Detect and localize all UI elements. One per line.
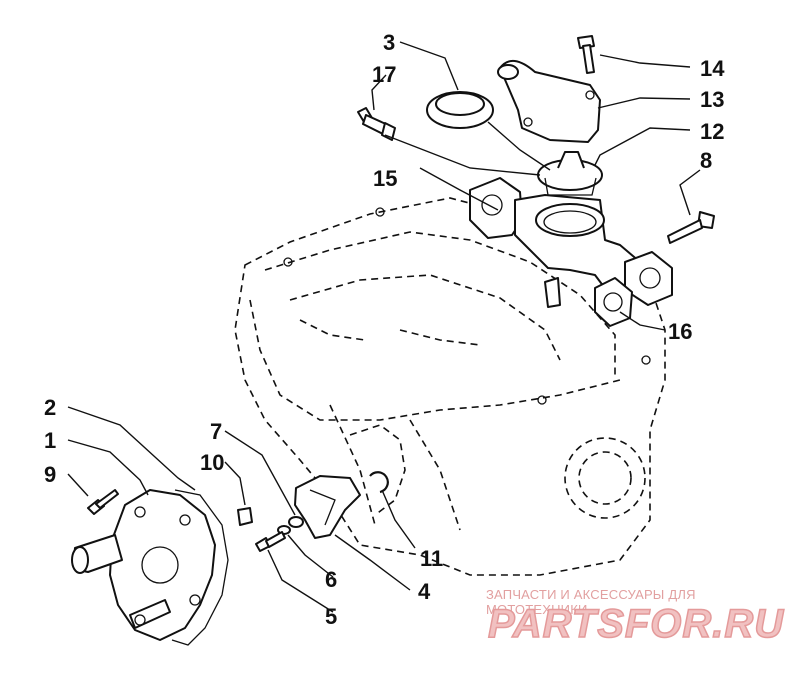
impeller — [294, 475, 361, 539]
water-pump-housing — [71, 489, 216, 641]
callout-8: 8 — [700, 148, 712, 173]
thermostat — [537, 151, 603, 196]
callout-6: 6 — [325, 567, 337, 592]
callout-15: 15 — [373, 166, 397, 191]
thermostat-cover — [497, 60, 601, 143]
seal-3 — [426, 91, 494, 129]
callout-16: 16 — [668, 319, 692, 344]
callout-14: 14 — [700, 56, 725, 81]
callout-1: 1 — [44, 428, 56, 453]
watermark-tagline: ЗАПЧАСТИ И АКСЕССУАРЫ ДЛЯ МОТОТЕХНИКИ — [486, 587, 696, 617]
callout-17: 17 — [372, 62, 396, 87]
fitting-17 — [357, 107, 396, 141]
bolt-8 — [667, 211, 715, 244]
engine-block — [234, 197, 666, 576]
pump-gasket — [171, 489, 229, 646]
callout-9: 9 — [44, 462, 56, 487]
callout-3: 3 — [383, 30, 395, 55]
bolt-5 — [255, 531, 286, 552]
callout-13: 13 — [700, 87, 724, 112]
thermostat-housing — [469, 177, 673, 308]
callout-4: 4 — [418, 579, 431, 604]
circlip — [369, 471, 389, 494]
leader-lines — [67, 41, 701, 613]
bolt-14 — [577, 35, 595, 74]
callout-5: 5 — [325, 604, 337, 629]
callout-2: 2 — [44, 395, 56, 420]
callout-12: 12 — [700, 119, 724, 144]
pin-10 — [237, 507, 253, 526]
callout-10: 10 — [200, 450, 224, 475]
callout-7: 7 — [210, 419, 222, 444]
callout-11: 11 — [420, 546, 443, 571]
watermark-logo: PARTSFOR.RU — [487, 601, 785, 647]
bolt-9 — [87, 489, 119, 515]
washer-7 — [288, 516, 304, 528]
